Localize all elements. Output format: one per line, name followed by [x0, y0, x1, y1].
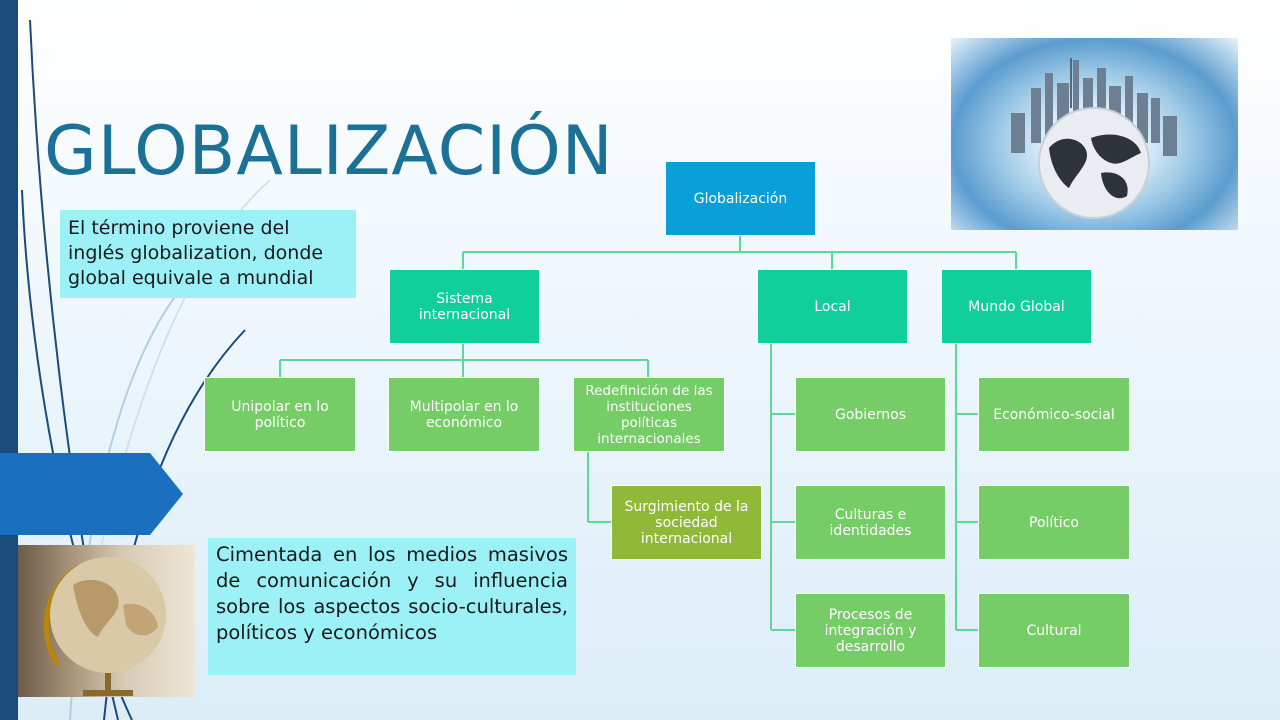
node-mundo-child-0: Económico-social	[978, 377, 1130, 452]
node-mundo-child-1: Político	[978, 485, 1130, 560]
blue-arrow-tab	[0, 453, 183, 535]
media-textbox: Cimentada en los medios masivos de comun…	[208, 538, 576, 675]
intro-textbox: El término proviene del inglés globaliza…	[60, 210, 356, 298]
desk-globe-image	[18, 545, 195, 697]
city-globe-image	[951, 38, 1238, 230]
node-sistema-child-2: Redefinición de las instituciones políti…	[573, 377, 725, 452]
node-sistema-child-1: Multipolar en lo económico	[388, 377, 540, 452]
node-surgimiento: Surgimiento de la sociedad internacional	[611, 485, 762, 560]
desk-globe-illustration	[43, 557, 166, 696]
node-mundo-global: Mundo Global	[941, 269, 1092, 344]
left-accent-bar	[0, 0, 18, 720]
node-local-child-2: Procesos de integración y desarrollo	[795, 593, 946, 668]
city-globe-illustration	[1011, 58, 1177, 219]
node-sistema-internacional: Sistema internacional	[389, 269, 540, 344]
node-sistema-child-0: Unipolar en lo político	[204, 377, 356, 452]
node-local-child-1: Culturas e identidades	[795, 485, 946, 560]
slide-title: GLOBALIZACIÓN	[44, 112, 614, 191]
node-mundo-child-2: Cultural	[978, 593, 1130, 668]
node-local: Local	[757, 269, 908, 344]
node-local-child-0: Gobiernos	[795, 377, 946, 452]
node-globalizacion: Globalización	[665, 161, 816, 236]
